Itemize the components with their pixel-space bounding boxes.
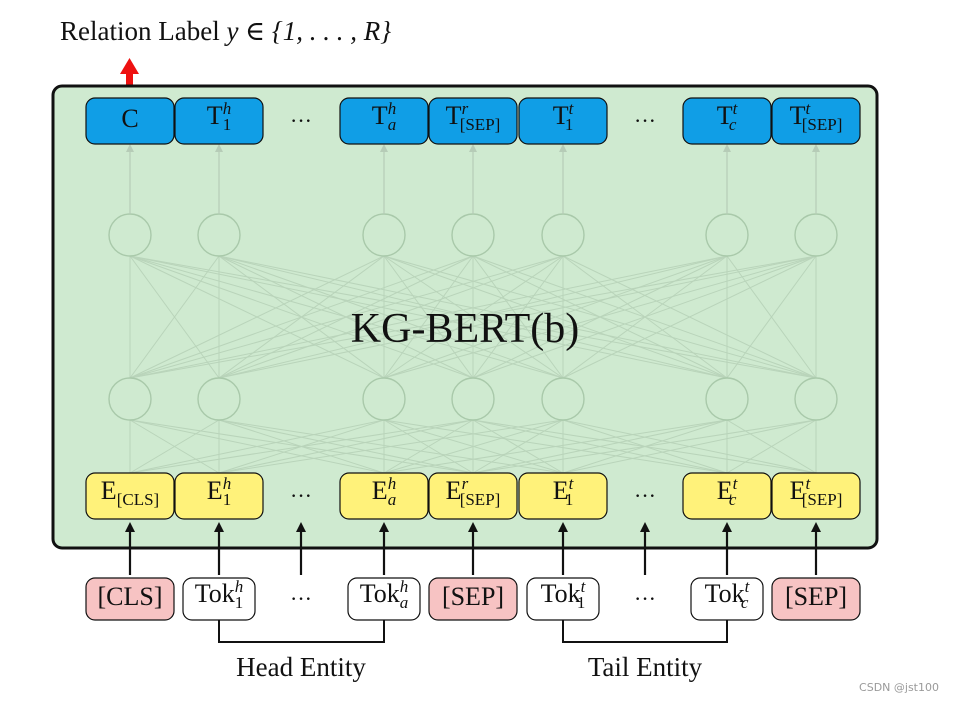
output-box: C: [85, 97, 175, 145]
lower-node: [541, 377, 585, 421]
svg-text:Th1: Th1: [207, 99, 231, 134]
embedding-box: Er[SEP]: [428, 472, 518, 520]
lower-node: [108, 377, 152, 421]
svg-text:Tr[SEP]: Tr[SEP]: [446, 99, 501, 134]
svg-text:[SEP]: [SEP]: [785, 582, 847, 611]
upper-node: [794, 213, 838, 257]
svg-text:[SEP]: [SEP]: [442, 582, 504, 611]
svg-text:Tha: Tha: [372, 99, 396, 134]
svg-text:Et1: Et1: [553, 474, 575, 509]
svg-text:Er[SEP]: Er[SEP]: [446, 474, 501, 509]
relation-label-title: Relation Label y ∈ {1, . . . , R}: [60, 16, 391, 46]
lower-node: [794, 377, 838, 421]
upper-node: [541, 213, 585, 257]
upper-node: [362, 213, 406, 257]
svg-text:Eha: Eha: [372, 474, 396, 509]
head-entity-bracket: [218, 620, 385, 643]
token-box: [SEP]: [771, 577, 861, 621]
output-ellipsis: ···: [290, 108, 312, 133]
svg-text:[CLS]: [CLS]: [98, 582, 163, 611]
output-connectors: [126, 144, 820, 214]
embedding-ellipsis: ···: [634, 483, 656, 508]
embedding-box: Et[SEP]: [771, 472, 861, 520]
head-entity-label: Head Entity: [236, 652, 366, 682]
output-box: Tr[SEP]: [428, 97, 518, 145]
token-box: [SEP]: [428, 577, 518, 621]
upper-node: [451, 213, 495, 257]
lower-node: [705, 377, 749, 421]
watermark: CSDN @jst100: [859, 681, 939, 694]
network-layers: [108, 213, 838, 474]
tail-entity-bracket: [562, 620, 728, 643]
svg-text:Ttc: Ttc: [717, 99, 739, 134]
svg-text:Et[SEP]: Et[SEP]: [790, 474, 843, 509]
svg-text:Eh1: Eh1: [207, 474, 231, 509]
embedding-ellipsis: ···: [290, 483, 312, 508]
svg-text:Tt[SEP]: Tt[SEP]: [790, 99, 843, 134]
output-box: Tt[SEP]: [771, 97, 861, 145]
lower-node: [451, 377, 495, 421]
output-ellipsis: ···: [634, 108, 656, 133]
svg-text:C: C: [121, 104, 138, 133]
input-arrows: [125, 522, 821, 575]
lower-node: [362, 377, 406, 421]
svg-text:Tt1: Tt1: [553, 99, 575, 134]
upper-node: [197, 213, 241, 257]
upper-node: [705, 213, 749, 257]
svg-text:Etc: Etc: [717, 474, 739, 509]
upper-node: [108, 213, 152, 257]
model-name: KG-BERT(b): [351, 306, 579, 352]
svg-text:E[CLS]: E[CLS]: [101, 476, 159, 509]
lower-node: [197, 377, 241, 421]
token-box: [CLS]: [85, 577, 175, 621]
token-ellipsis: ···: [290, 586, 312, 611]
embedding-box: E[CLS]: [85, 472, 175, 520]
token-ellipsis: ···: [634, 586, 656, 611]
tail-entity-label: Tail Entity: [588, 652, 703, 682]
